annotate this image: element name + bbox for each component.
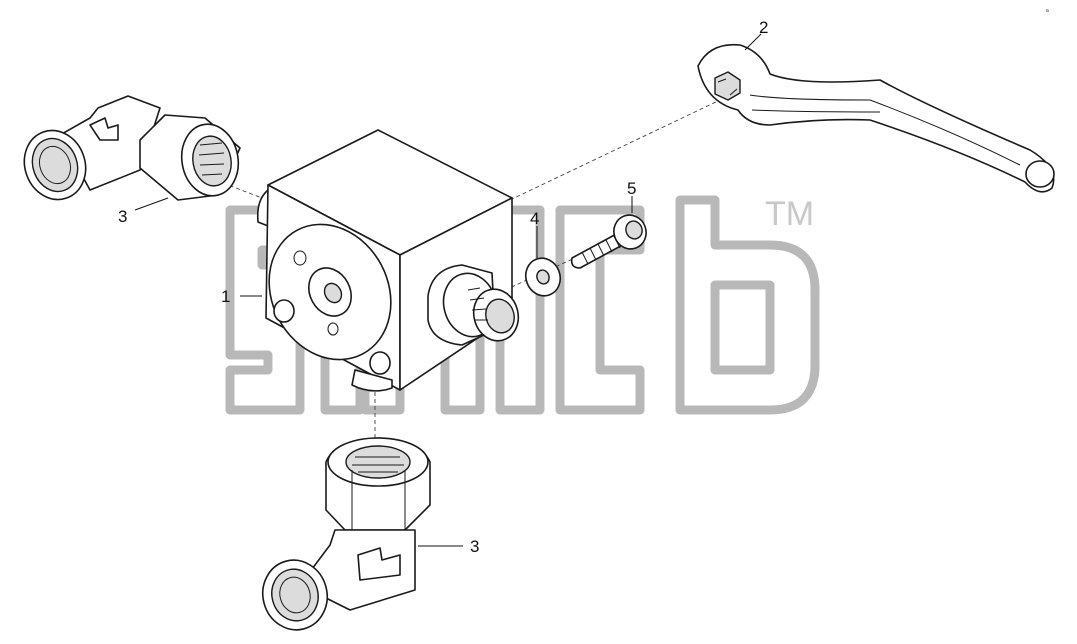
callout-leaders xyxy=(134,33,762,547)
handle-lever xyxy=(697,43,1055,193)
elbow-fitting-lower xyxy=(261,437,431,631)
elbow-fitting-upper xyxy=(23,95,241,201)
trademark-mark: TM xyxy=(765,195,814,233)
callout-1: 1 xyxy=(221,287,230,306)
callout-4: 4 xyxy=(530,209,539,228)
callout-3-lower: 3 xyxy=(470,537,479,556)
valve-body xyxy=(256,129,520,392)
washer xyxy=(524,257,562,297)
reference-code: a xyxy=(1046,8,1049,14)
callout-2: 2 xyxy=(759,18,768,37)
callout-5: 5 xyxy=(627,179,636,198)
callout-3-upper: 3 xyxy=(118,207,127,226)
screw xyxy=(570,214,647,269)
